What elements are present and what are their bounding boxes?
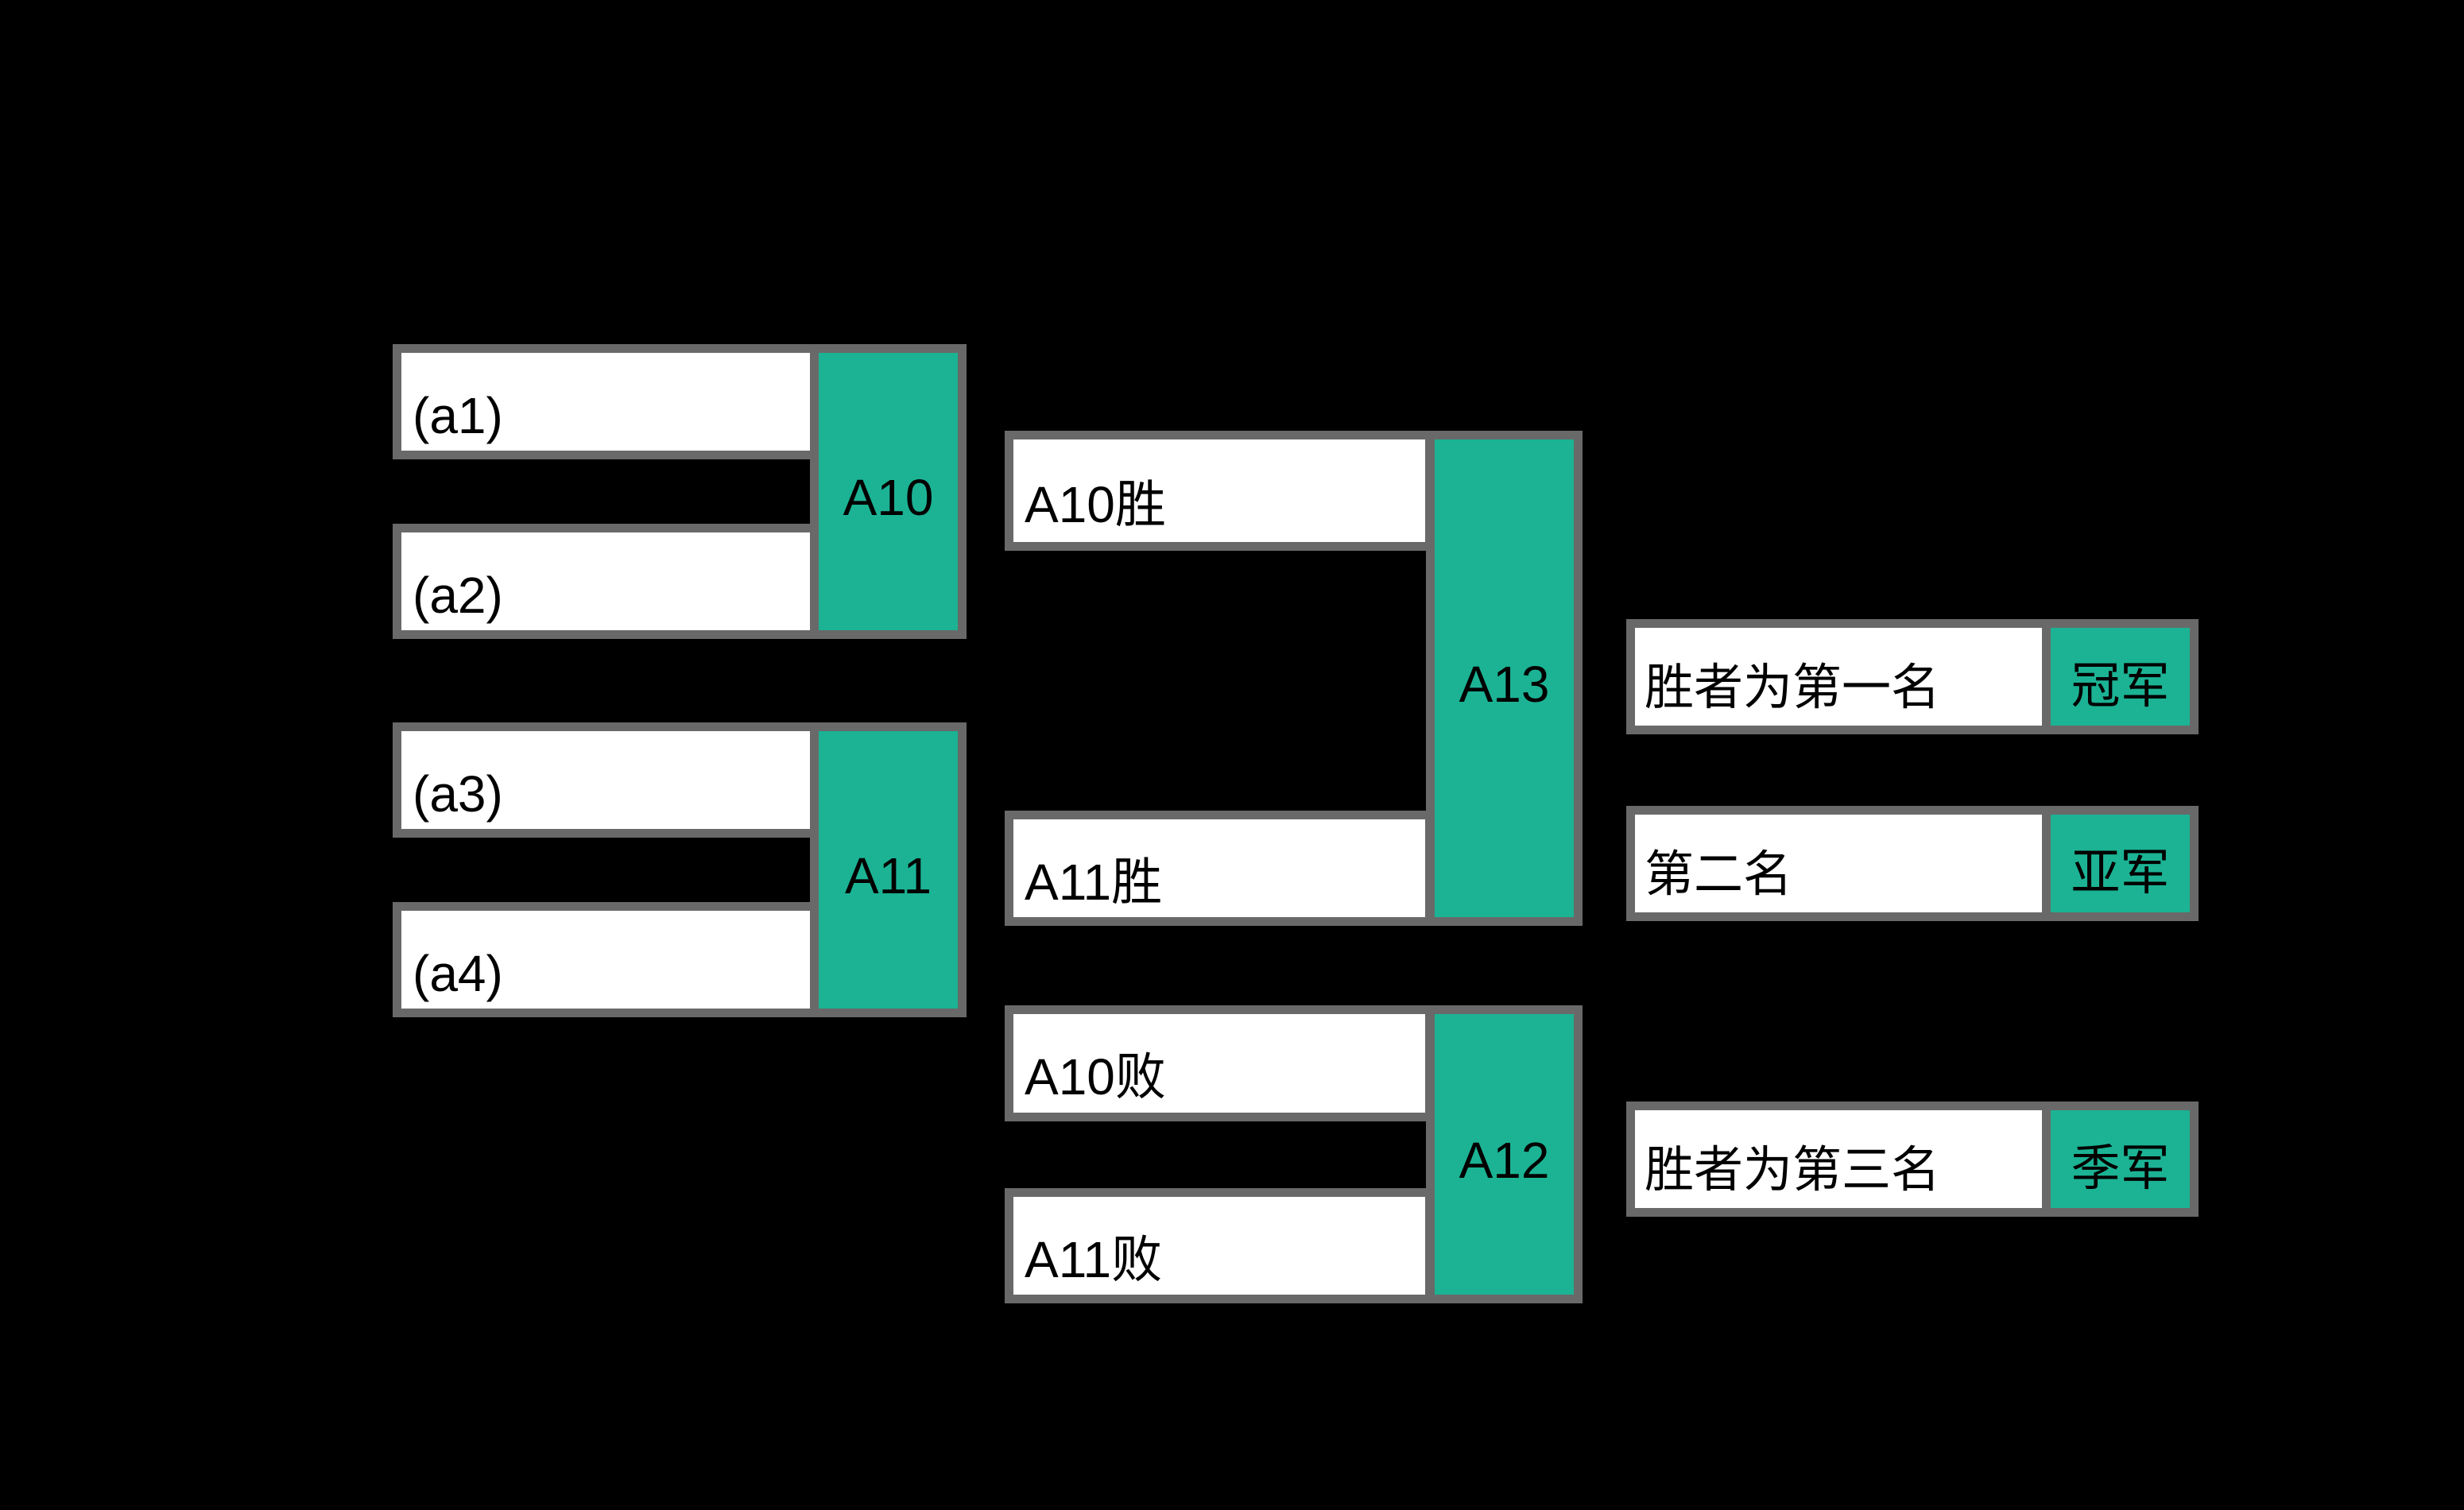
result-first-place-box: 胜者为第一名 — [1626, 619, 2051, 734]
final-slot-a10-winner: A10胜 — [1005, 431, 1434, 551]
team-slot-a1: (a1) — [393, 344, 819, 459]
thirdplace-slot-a10-loser-label: A10败 — [1025, 1048, 1166, 1105]
final-slot-a10-winner-label: A10胜 — [1025, 475, 1166, 533]
team-slot-a4: (a4) — [393, 902, 819, 1017]
medal-champion-text: 冠军 — [2071, 659, 2170, 714]
match-label-a13: A13 — [1426, 431, 1583, 926]
team-slot-a3-label: (a3) — [413, 765, 503, 823]
team-slot-a2: (a2) — [393, 524, 819, 639]
team-slot-a3: (a3) — [393, 722, 819, 838]
team-slot-a2-label: (a2) — [413, 566, 503, 624]
result-first-place-text: 胜者为第一名 — [1645, 660, 1941, 715]
medal-runnerup-box: 亚军 — [2042, 806, 2199, 921]
medal-runnerup-text: 亚军 — [2071, 846, 2170, 900]
match-label-a11: A11 — [810, 722, 967, 1017]
team-slot-a1-label: (a1) — [413, 386, 503, 444]
medal-third-text: 季军 — [2071, 1141, 2170, 1196]
match-label-a12: A12 — [1426, 1005, 1583, 1303]
thirdplace-slot-a11-loser: A11败 — [1005, 1188, 1434, 1303]
result-second-place-box: 第二名 — [1626, 806, 2051, 921]
thirdplace-slot-a11-loser-label: A11败 — [1025, 1230, 1163, 1288]
match-label-a10-text: A10 — [843, 468, 934, 526]
medal-champion-box: 冠军 — [2042, 619, 2199, 734]
match-label-a10: A10 — [810, 344, 967, 639]
result-third-place-box: 胜者为第三名 — [1626, 1102, 2051, 1217]
team-slot-a4-label: (a4) — [413, 944, 503, 1002]
final-slot-a11-winner: A11胜 — [1005, 811, 1434, 926]
result-second-place-text: 第二名 — [1645, 847, 1793, 902]
match-label-a13-text: A13 — [1459, 655, 1550, 713]
result-third-place-text: 胜者为第三名 — [1645, 1143, 1941, 1198]
match-label-a11-text: A11 — [844, 846, 932, 904]
final-slot-a11-winner-label: A11胜 — [1025, 853, 1163, 911]
match-label-a12-text: A12 — [1459, 1131, 1550, 1189]
thirdplace-slot-a10-loser: A10败 — [1005, 1005, 1434, 1121]
medal-third-box: 季军 — [2042, 1102, 2199, 1217]
